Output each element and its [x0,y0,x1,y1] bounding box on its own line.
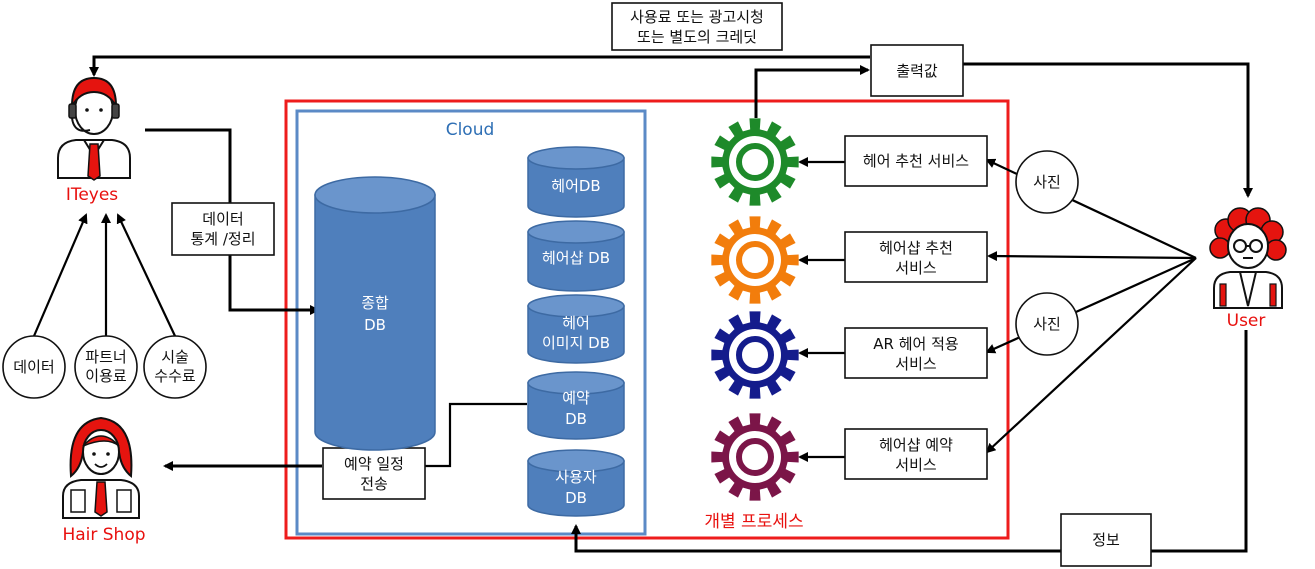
db-reservation-line2: DB [565,410,587,428]
service-box-ar-hair: AR 헤어 적용 서비스 [844,327,988,379]
revenue-circle-partner-line1: 파트너 [85,348,126,366]
service-2-line1: 헤어샵 추천 [879,239,953,257]
main-db-line1: 종합 [361,294,389,312]
service-2-line2: 서비스 [895,259,937,277]
revenue-circle-data-label: 데이터 [13,358,54,376]
info-box-label: 정보 [1092,531,1120,549]
output-box-label: 출력값 [896,62,938,80]
service-box-hair-recommend: 헤어 추천 서비스 [844,135,988,187]
process-label: 개별 프로세스 [704,512,803,532]
arrow-output-to-user [963,62,1253,198]
gear-hub [736,143,774,181]
arrow-fee-to-iteyes [116,213,176,337]
gear-icon [711,118,799,206]
service-4-line1: 헤어샵 예약 [879,436,953,454]
cloud-frame [295,109,647,536]
db-user-line2: DB [565,489,587,507]
revenue-circle-fee-line2: 수수료 [154,367,196,385]
gear-icon [711,311,799,399]
headset-person-icon [57,76,131,181]
db-reservation-line1: 예약 [562,389,590,407]
revenue-circle-data: 데이터 [2,335,66,399]
curly-hair-person-icon [1209,207,1287,309]
service-box-hairshop-recommend: 헤어샵 추천 서비스 [844,231,988,283]
db-user-line1: 사용자 [555,468,597,486]
arrow-user-to-userdb [571,330,1248,553]
output-box: 출력값 [870,44,964,97]
user-label: User [1227,311,1266,331]
top-note-line2: 또는 별도의 크레딧 [637,28,757,46]
iteyes-label: ITeyes [66,185,118,205]
service-4-line2: 서비스 [895,456,937,474]
reservation-line2: 전송 [360,475,388,493]
db-hairshop-label: 헤어샵 DB [542,249,610,267]
db-hair-image-line2: 이미지 DB [542,334,610,352]
line-resdb-to-resbox [425,402,527,468]
photo-circle: 사진 [1015,292,1079,356]
arrow-data-to-iteyes [32,213,88,337]
top-note-line1: 사용료 또는 광고시청 [630,8,764,26]
service-box-hairshop-reserve: 헤어샵 예약 서비스 [844,428,988,480]
revenue-circle-partner: 파트너 이용료 [74,335,138,399]
cloud-label: Cloud [446,120,495,140]
main-db-line2: DB [364,316,386,334]
gear-hub [736,241,774,279]
photo-circle-label: 사진 [1033,315,1061,333]
db-hair: 헤어DB [527,146,625,218]
db-hairshop: 헤어샵 DB [527,220,625,292]
revenue-circle-fee-line1: 시술 [161,348,189,366]
gear-hub [736,438,774,476]
reservation-box: 예약 일정 전송 [322,447,426,500]
db-user: 사용자 DB [527,449,625,517]
gear-icon [711,216,799,304]
revenue-circle-partner-line2: 이용료 [85,367,127,385]
arrow-user-to-service2 [987,251,1197,262]
gear-hub [736,336,774,374]
gear-icon [711,413,799,501]
data-stats-line1: 데이터 [202,210,243,228]
arrow-output-to-iteyes [89,55,870,77]
process-frame [284,99,1010,540]
db-reservation: 예약 DB [527,371,625,440]
main-db-cylinder: 종합 DB [314,176,436,451]
data-stats-box: 데이터 통계 /정리 [171,202,275,256]
data-stats-line2: 통계 /정리 [190,230,255,248]
db-hair-image: 헤어 이미지 DB [527,294,625,364]
arrow-gear-to-output [754,65,870,118]
service-1-line1: 헤어 추천 서비스 [863,152,969,170]
arrow-user-to-service3 [985,256,1197,354]
hairshop-label: Hair Shop [62,525,145,545]
top-note-box: 사용료 또는 광고시청 또는 별도의 크레딧 [611,2,783,51]
photo-circle: 사진 [1015,150,1079,214]
revenue-circle-fee: 시술 수수료 [143,335,207,399]
photo-circle-label: 사진 [1033,173,1061,191]
service-3-line1: AR 헤어 적용 [873,335,958,353]
db-hair-label: 헤어DB [551,177,600,195]
reservation-line1: 예약 일정 [344,455,404,473]
arrow-user-to-service4 [985,257,1197,454]
info-box: 정보 [1060,513,1152,567]
db-hair-image-line1: 헤어 [562,314,590,332]
service-3-line2: 서비스 [895,355,937,373]
stylist-person-icon [62,416,140,519]
